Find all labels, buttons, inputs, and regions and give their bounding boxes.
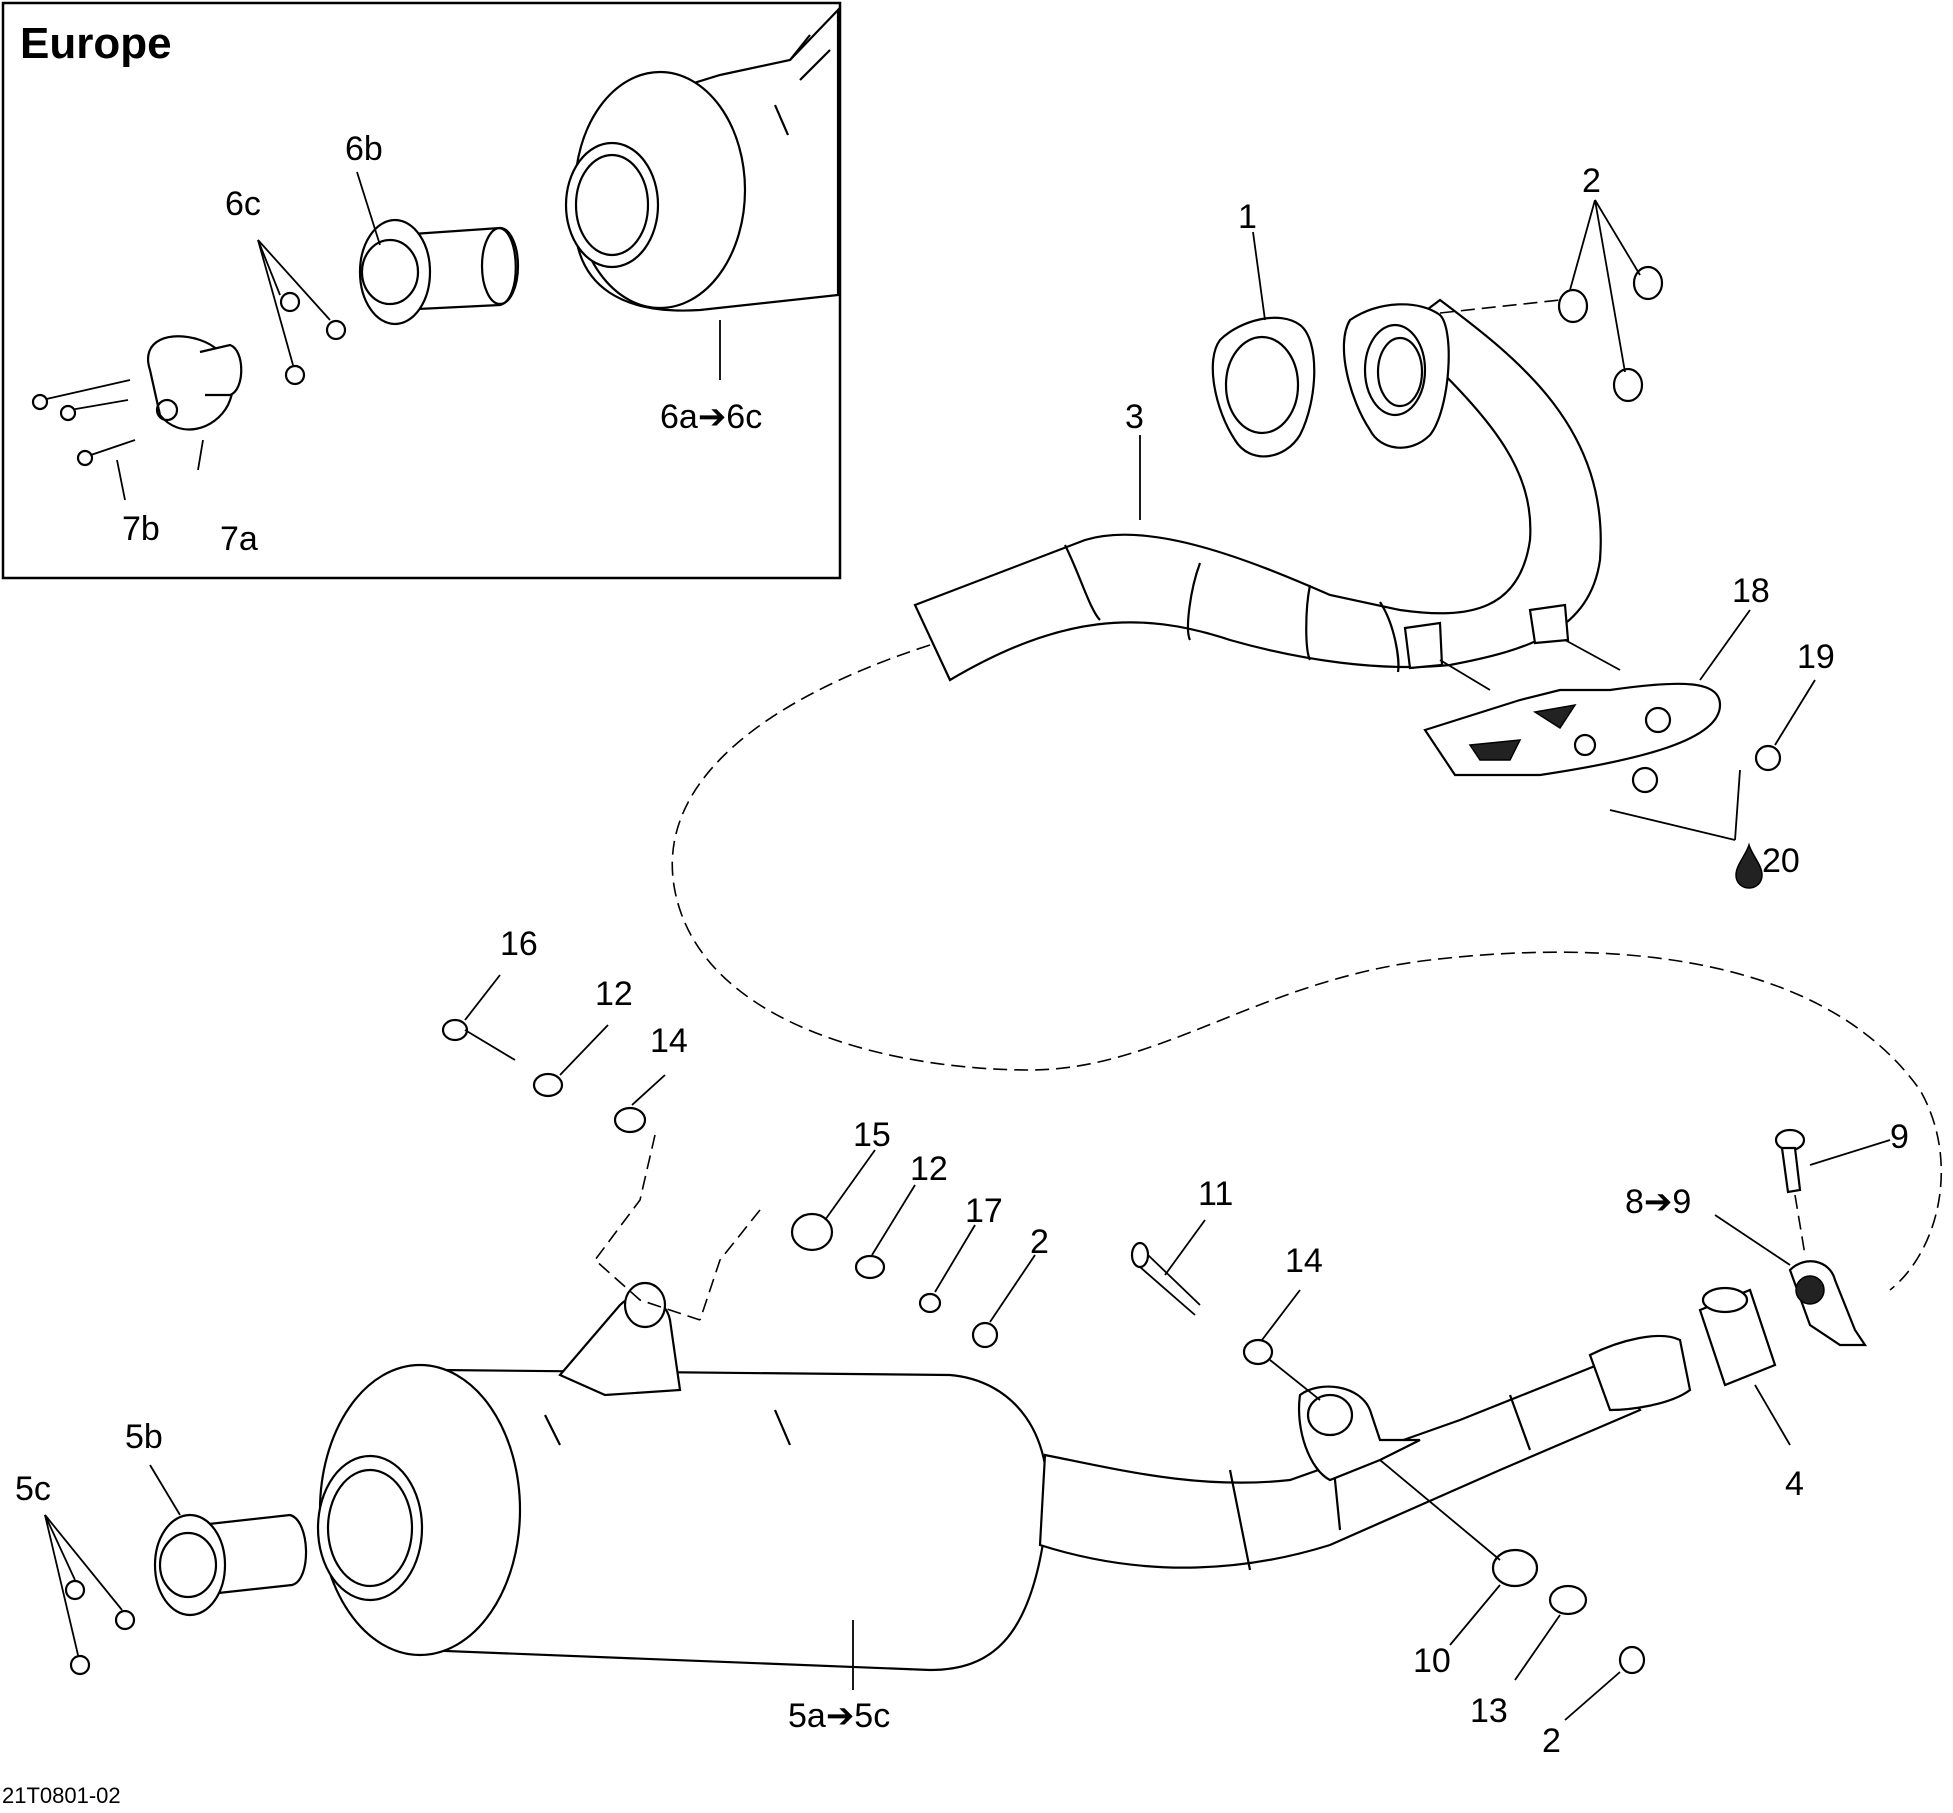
inset-leader-lines xyxy=(116,171,721,501)
part-10-grommet xyxy=(1379,1459,1539,1588)
part-2-nut-lower xyxy=(1618,1645,1646,1675)
part-9-bolt xyxy=(1774,1128,1806,1256)
part-5a-muffler xyxy=(316,1281,1049,1672)
routing-dashed-loop xyxy=(671,644,1943,1291)
part-5c-screws xyxy=(64,1579,136,1676)
label-6a-6c: 6a➔6c xyxy=(660,398,762,436)
inset-title: Europe xyxy=(20,19,172,68)
part-6b-insert xyxy=(358,218,520,326)
part-20-callout-lines xyxy=(1609,769,1741,841)
header-flange xyxy=(1342,303,1450,449)
label-5a-5c: 5a➔5c xyxy=(788,1697,890,1735)
part-7a-plate xyxy=(147,335,243,431)
part-8-bracket xyxy=(1788,1260,1868,1347)
label-14-upper: 14 xyxy=(650,1022,688,1060)
part-1-gasket xyxy=(1211,316,1316,458)
part-14-spacer-lower xyxy=(1242,1338,1321,1401)
label-19: 19 xyxy=(1797,638,1835,676)
label-4: 4 xyxy=(1785,1465,1804,1503)
part-16-bolt xyxy=(441,1018,516,1061)
label-8-9: 8➔9 xyxy=(1625,1183,1691,1221)
drop-icon xyxy=(1735,842,1763,889)
label-18: 18 xyxy=(1732,572,1770,610)
header-mounting-tabs xyxy=(1403,603,1621,691)
label-14-lower: 14 xyxy=(1285,1242,1323,1280)
label-16: 16 xyxy=(500,925,538,963)
label-9: 9 xyxy=(1890,1118,1909,1156)
callout-labels: 6b 6c 6a➔6c 7b 7a 1 2 3 18 19 20 16 12 1… xyxy=(15,130,1909,1760)
part-18-heat-shield xyxy=(1423,682,1722,777)
label-12-upper: 12 xyxy=(595,975,633,1013)
label-12-mid: 12 xyxy=(910,1150,948,1188)
label-6b: 6b xyxy=(345,130,383,168)
label-10: 10 xyxy=(1413,1642,1451,1680)
label-1: 1 xyxy=(1238,198,1257,236)
part-2-nuts-top xyxy=(1439,265,1664,403)
part-11-pin xyxy=(1130,1241,1201,1316)
label-13: 13 xyxy=(1470,1692,1508,1730)
label-6c: 6c xyxy=(225,185,261,223)
part-2-nut-mid xyxy=(971,1321,999,1349)
part-15-grommet xyxy=(699,1209,834,1321)
part-6c-bolts xyxy=(279,291,347,386)
europe-inset: Europe xyxy=(1,1,842,580)
label-5b: 5b xyxy=(125,1418,163,1456)
part-17-spacer xyxy=(918,1292,942,1314)
part-12-washer-mid xyxy=(854,1254,886,1280)
label-2-mid: 2 xyxy=(1030,1223,1049,1261)
label-2-top: 2 xyxy=(1582,162,1601,200)
leader-lines xyxy=(44,199,1891,1721)
inset-muffler xyxy=(564,7,840,312)
part-4-clamp xyxy=(1698,1286,1777,1387)
part-19-screws xyxy=(1631,744,1782,794)
part-12-washer-upper xyxy=(532,1072,564,1098)
label-5c: 5c xyxy=(15,1470,51,1508)
label-15: 15 xyxy=(853,1116,891,1154)
label-2-lower: 2 xyxy=(1542,1722,1561,1760)
label-3: 3 xyxy=(1125,398,1144,436)
part-13-washer xyxy=(1548,1584,1588,1616)
label-7b: 7b xyxy=(122,510,160,548)
part-7b-screws xyxy=(31,379,136,467)
label-20: 20 xyxy=(1762,842,1800,880)
drawing-code: 21T0801-02 xyxy=(2,1783,121,1808)
label-11: 11 xyxy=(1198,1175,1233,1213)
part-5b-insert xyxy=(153,1513,308,1617)
label-17: 17 xyxy=(965,1192,1003,1230)
part-3-header-pipe xyxy=(913,298,1602,682)
label-7a: 7a xyxy=(220,520,258,558)
part-14-spacer-upper xyxy=(593,1106,701,1321)
outlet-mount-bracket xyxy=(1298,1385,1421,1482)
